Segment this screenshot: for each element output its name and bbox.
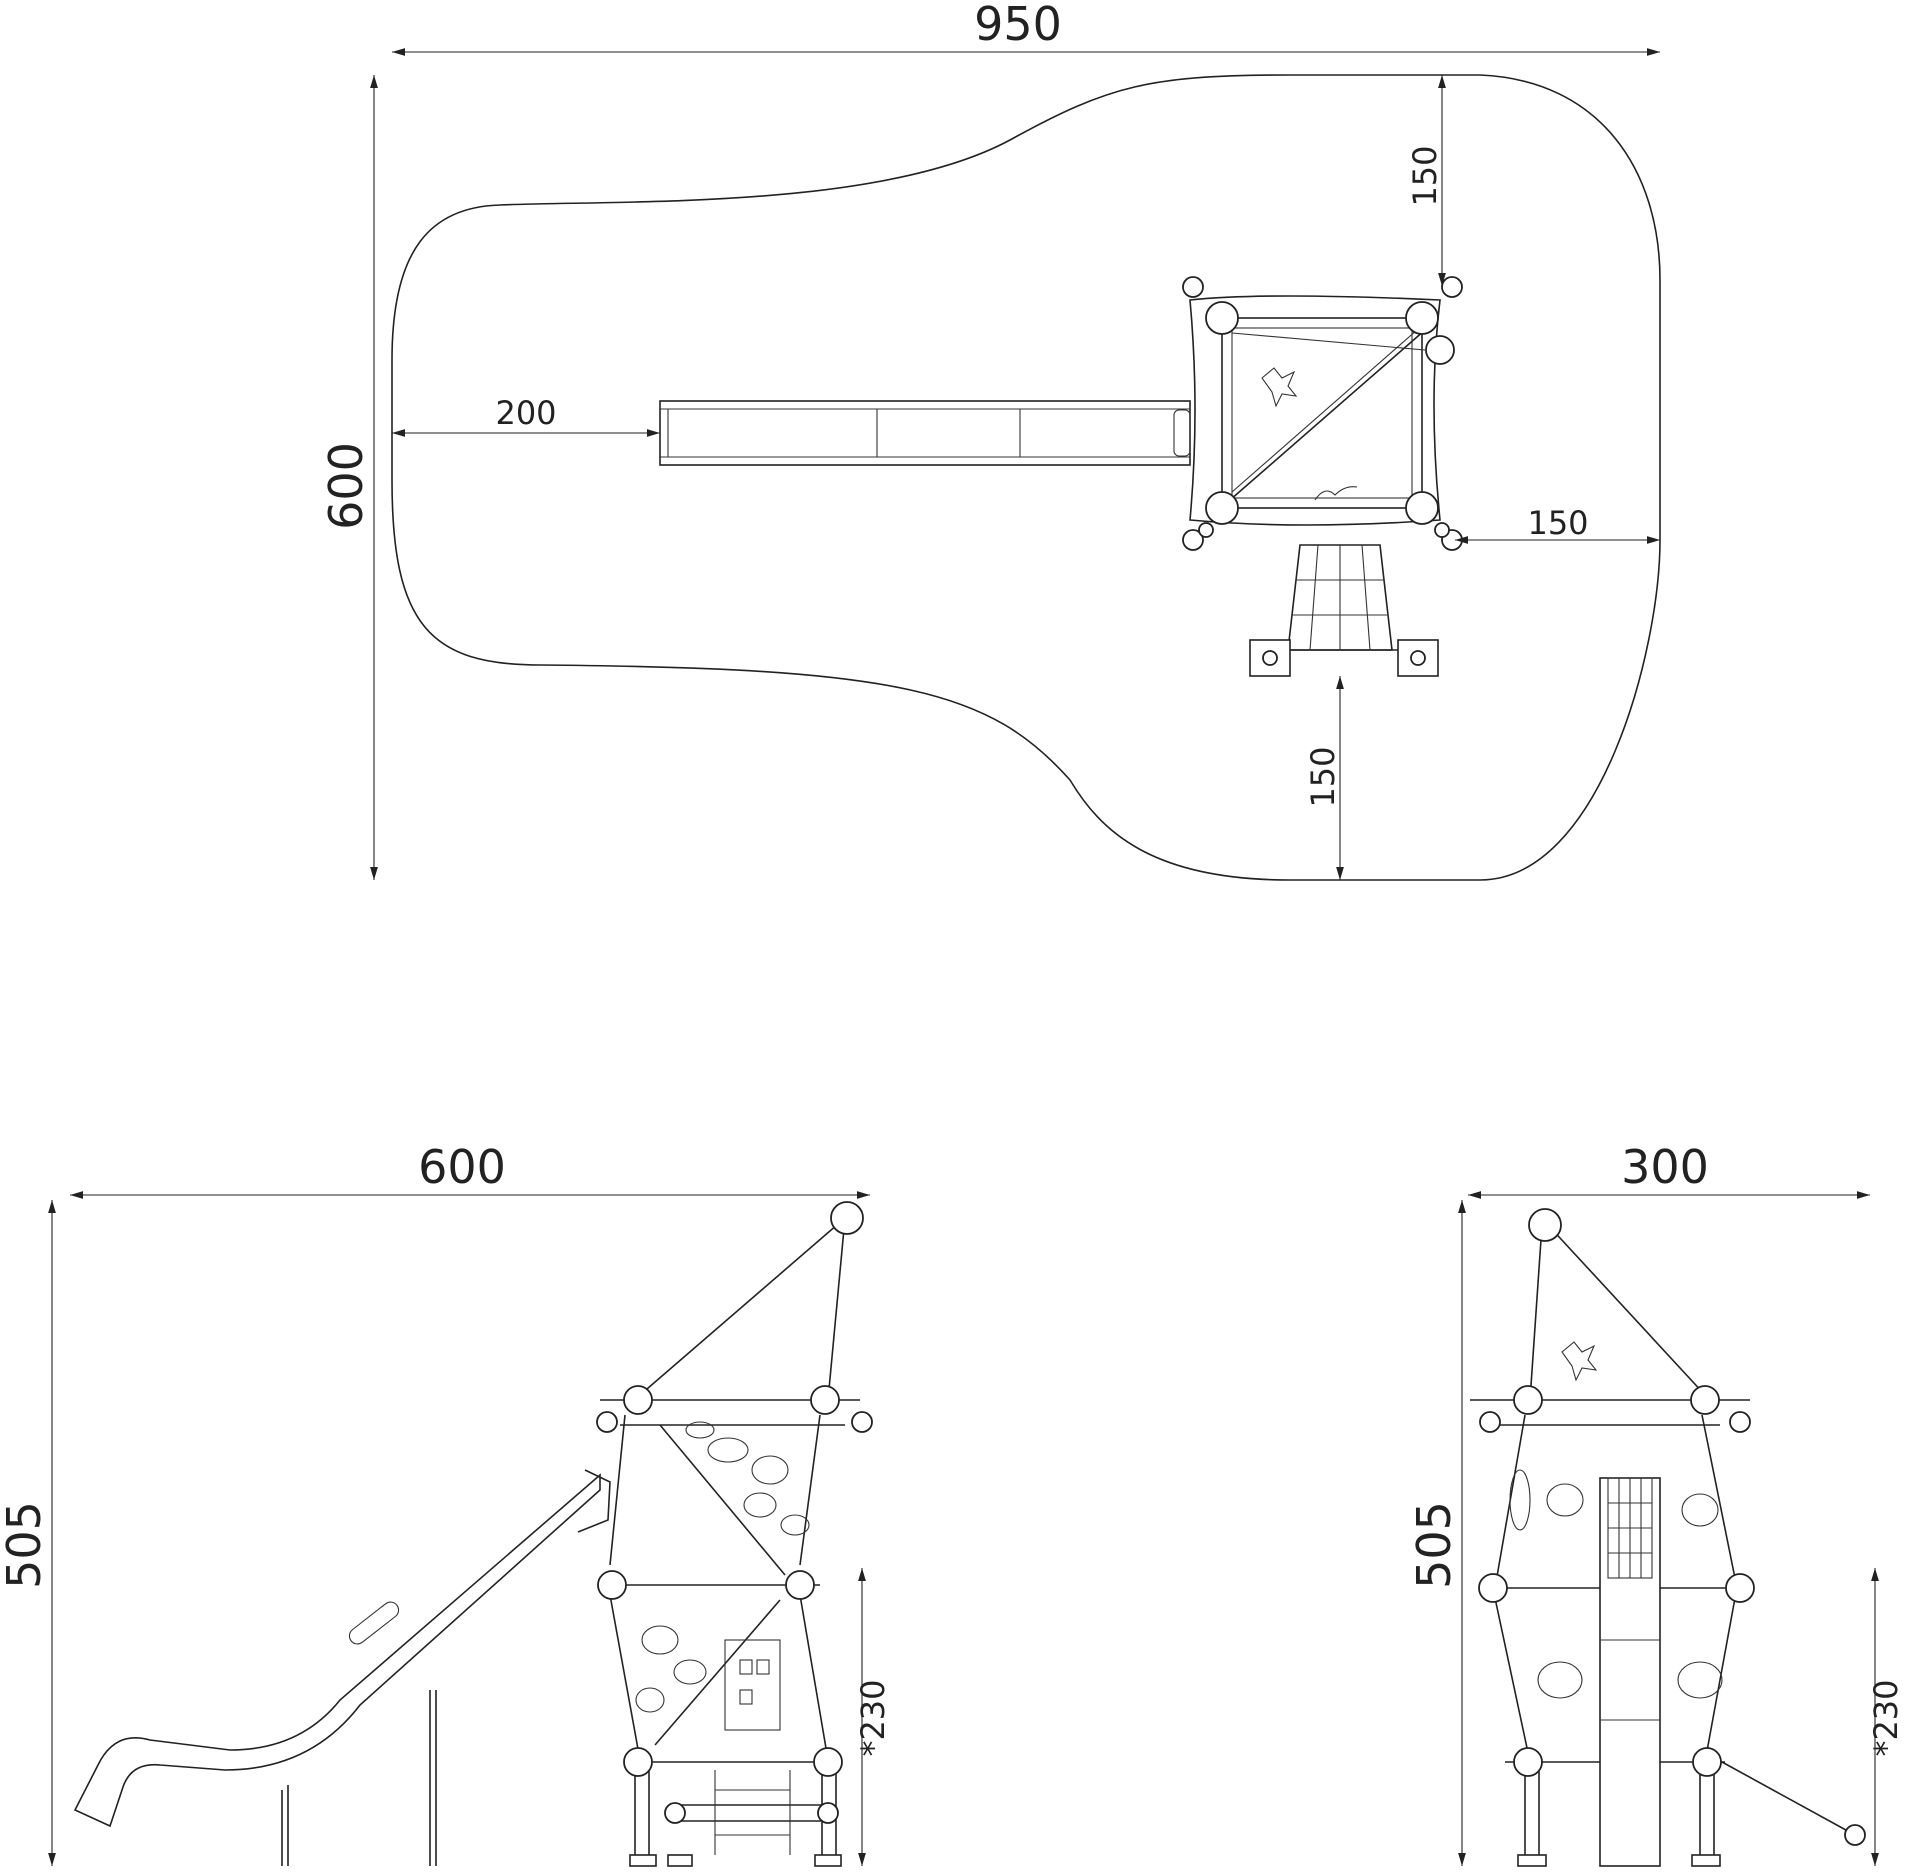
slide-clearance-label: 200: [495, 394, 556, 432]
front-width-label: 300: [1621, 1140, 1709, 1194]
top-clearance-label: 150: [1406, 145, 1444, 206]
plan-width-label: 950: [974, 0, 1062, 51]
tower-front: [1470, 1208, 1866, 1867]
tower-side: [596, 1201, 873, 1867]
plan-depth-label: 600: [319, 442, 373, 530]
safety-zone-outline: [391, 74, 1661, 881]
plan-view: 950 600 200 150 150 150: [319, 0, 1661, 881]
front-view: 300 505 *230: [1407, 1140, 1905, 1867]
climbing-rocks: [635, 1421, 810, 1731]
front-platform-height-label: *230: [1867, 1679, 1905, 1756]
side-platform-height-label: *230: [854, 1679, 892, 1756]
side-height-label: 505: [0, 1501, 51, 1589]
side-width-label: 600: [418, 1140, 506, 1194]
right-clearance-label: 150: [1527, 504, 1588, 542]
bottom-clearance-label: 150: [1304, 746, 1342, 807]
front-height-label: 505: [1407, 1501, 1461, 1589]
tower-plan: [1182, 276, 1463, 677]
slide-side: [73, 1469, 611, 1866]
slide-plan: [659, 400, 1191, 466]
side-view: 600 505 *230: [0, 1140, 892, 1867]
